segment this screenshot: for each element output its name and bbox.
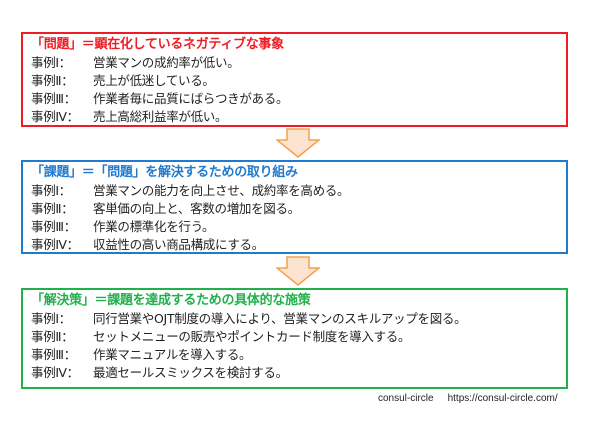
item-text: セットメニューの販売やポイントカード制度を導入する。 — [93, 329, 411, 344]
solution-item: 事例Ⅱ： セットメニューの販売やポイントカード制度を導入する。 — [31, 328, 566, 346]
solution-item: 事例Ⅲ： 作業マニュアルを導入する。 — [31, 346, 566, 364]
issue-box: 「課題」＝「問題」を解決するための取り組み 事例Ⅰ： 営業マンの能力を向上させ、成… — [21, 160, 568, 254]
item-label: 事例Ⅰ： — [31, 311, 71, 326]
down-arrow-icon — [276, 256, 320, 286]
item-text: 収益性の高い商品構成にする。 — [93, 237, 264, 252]
solution-title: 「解決策」＝課題を達成するための具体的な施策 — [31, 293, 311, 308]
item-label: 事例Ⅳ： — [31, 109, 79, 124]
item-label: 事例Ⅳ： — [31, 365, 79, 380]
issue-item: 事例Ⅰ： 営業マンの能力を向上させ、成約率を高める。 — [31, 182, 566, 200]
item-text: 営業マンの能力を向上させ、成約率を高める。 — [93, 183, 350, 198]
item-label: 事例Ⅲ： — [31, 91, 76, 106]
item-text: 客単価の向上と、客数の増加を図る。 — [93, 201, 300, 216]
item-label: 事例Ⅲ： — [31, 347, 76, 362]
footer-brand: consul-circle — [378, 393, 434, 404]
item-text: 作業マニュアルを導入する。 — [93, 347, 252, 362]
issue-title: 「課題」＝「問題」を解決するための取り組み — [31, 165, 298, 180]
item-text: 作業者毎に品質にばらつきがある。 — [93, 91, 289, 106]
item-label: 事例Ⅱ： — [31, 201, 74, 216]
item-label: 事例Ⅰ： — [31, 183, 71, 198]
item-label: 事例Ⅲ： — [31, 219, 76, 234]
down-arrow-icon — [276, 128, 320, 158]
issue-item: 事例Ⅱ： 客単価の向上と、客数の増加を図る。 — [31, 200, 566, 218]
item-label: 事例Ⅰ： — [31, 55, 71, 70]
item-label: 事例Ⅱ： — [31, 329, 74, 344]
item-text: 作業の標準化を行う。 — [93, 219, 215, 234]
problem-item: 事例Ⅲ： 作業者毎に品質にばらつきがある。 — [31, 90, 566, 108]
item-text: 同行営業やOJT制度の導入により、営業マンのスキルアップを図る。 — [93, 311, 467, 326]
footer-credit: consul-circle https://consul-circle.com/ — [378, 393, 558, 404]
item-text: 最適セールスミックスを検討する。 — [93, 365, 288, 380]
solution-box: 「解決策」＝課題を達成するための具体的な施策 事例Ⅰ： 同行営業やOJT制度の導入… — [21, 288, 568, 389]
item-text: 売上が低迷している。 — [93, 73, 215, 88]
issue-item: 事例Ⅲ： 作業の標準化を行う。 — [31, 218, 566, 236]
problem-box: 「問題」＝顕在化しているネガティブな事象 事例Ⅰ： 営業マンの成約率が低い。 事例… — [21, 32, 568, 127]
problem-item: 事例Ⅰ： 営業マンの成約率が低い。 — [31, 54, 566, 72]
problem-item: 事例Ⅳ： 売上高総利益率が低い。 — [31, 108, 566, 126]
solution-item: 事例Ⅳ： 最適セールスミックスを検討する。 — [31, 364, 566, 382]
item-label: 事例Ⅳ： — [31, 237, 79, 252]
footer-url: https://consul-circle.com/ — [447, 393, 558, 404]
item-text: 売上高総利益率が低い。 — [93, 109, 228, 124]
solution-item: 事例Ⅰ： 同行営業やOJT制度の導入により、営業マンのスキルアップを図る。 — [31, 310, 566, 328]
problem-title: 「問題」＝顕在化しているネガティブな事象 — [31, 37, 284, 52]
issue-item: 事例Ⅳ： 収益性の高い商品構成にする。 — [31, 236, 566, 254]
item-label: 事例Ⅱ： — [31, 73, 74, 88]
item-text: 営業マンの成約率が低い。 — [93, 55, 240, 70]
problem-item: 事例Ⅱ： 売上が低迷している。 — [31, 72, 566, 90]
